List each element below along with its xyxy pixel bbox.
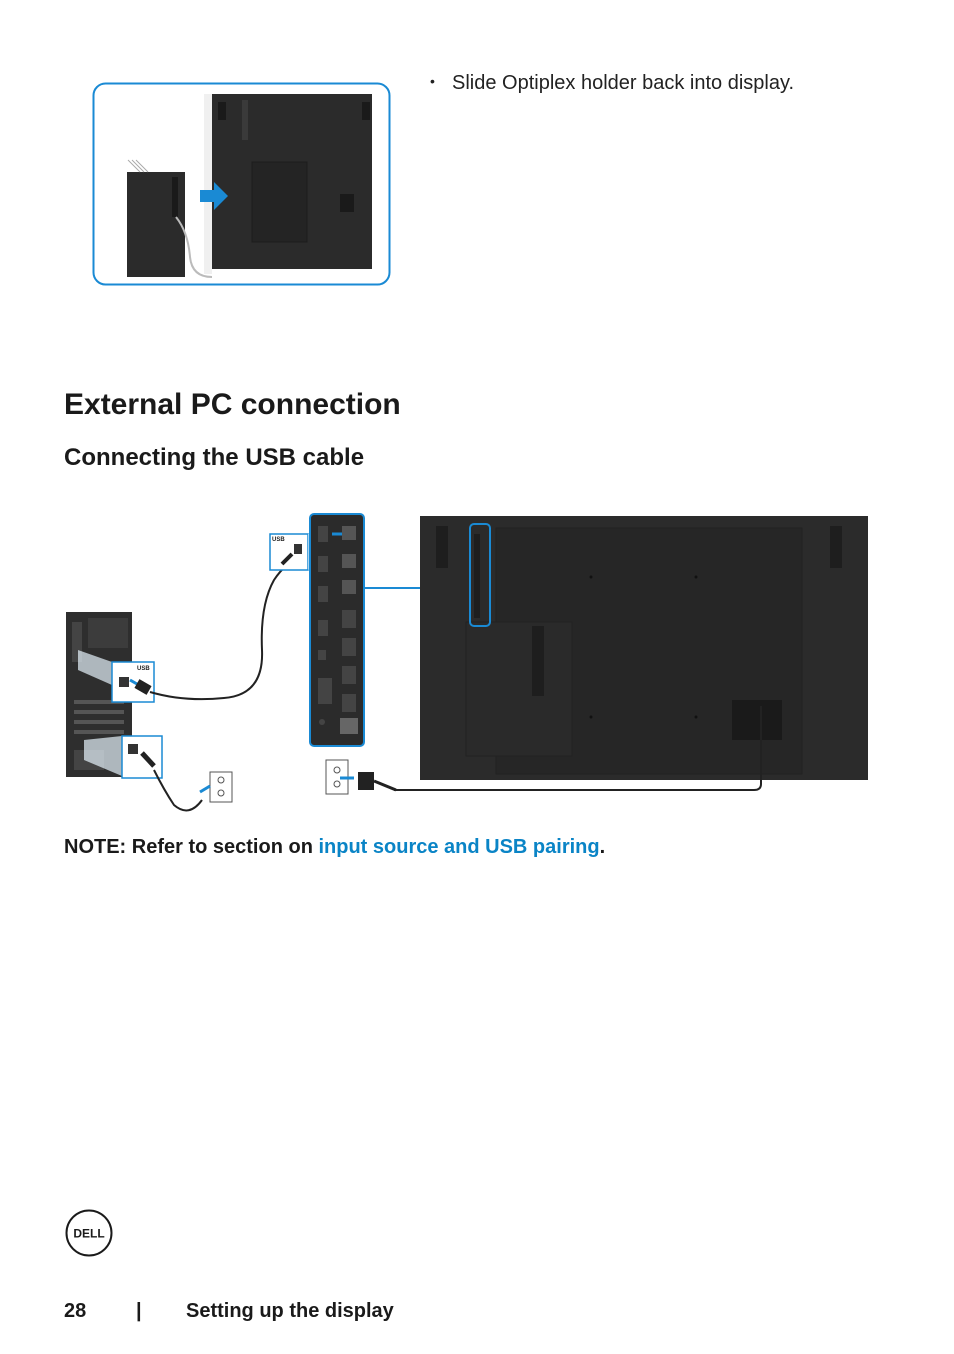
- note-prefix: NOTE: Refer to section on: [64, 836, 319, 858]
- bullet-icon: •: [430, 73, 435, 89]
- usb-cable: [149, 557, 301, 701]
- pc-power-callout: [121, 735, 163, 779]
- wall-outlet-left: [209, 771, 233, 803]
- display-back: [420, 516, 868, 780]
- io-bay-highlight: [469, 523, 491, 627]
- section-title: External PC connection: [64, 388, 401, 421]
- display-usb-label: USB: [272, 537, 285, 543]
- footer-chapter: Setting up the display: [186, 1300, 394, 1322]
- pc-usb-label: USB: [137, 666, 150, 672]
- note-suffix: .: [599, 836, 606, 858]
- step-text: Slide Optiplex holder back into display.: [452, 72, 795, 94]
- section-subtitle: Connecting the USB cable: [64, 444, 365, 471]
- note-link[interactable]: input source and USB pairing: [318, 836, 600, 858]
- pc-power-cable: [153, 769, 203, 812]
- usb-connection-diagram: USB USB: [66, 513, 868, 812]
- footer-separator: |: [136, 1300, 142, 1322]
- step-instruction: • Slide Optiplex holder back into display…: [430, 72, 794, 95]
- display-io-panel: [309, 513, 365, 747]
- dell-logo-text: DELL: [73, 1227, 104, 1241]
- dell-logo-icon: DELL: [65, 1209, 113, 1257]
- display-usb-callout: [269, 533, 309, 571]
- optiplex-holder-figure: [92, 82, 391, 286]
- slide-arrow-icon: [200, 182, 228, 210]
- note-text: NOTE: Refer to section on input source a…: [64, 836, 605, 859]
- page-number: 28: [64, 1300, 87, 1322]
- display-power-cable: [394, 706, 762, 791]
- display-side-edge: [204, 94, 212, 274]
